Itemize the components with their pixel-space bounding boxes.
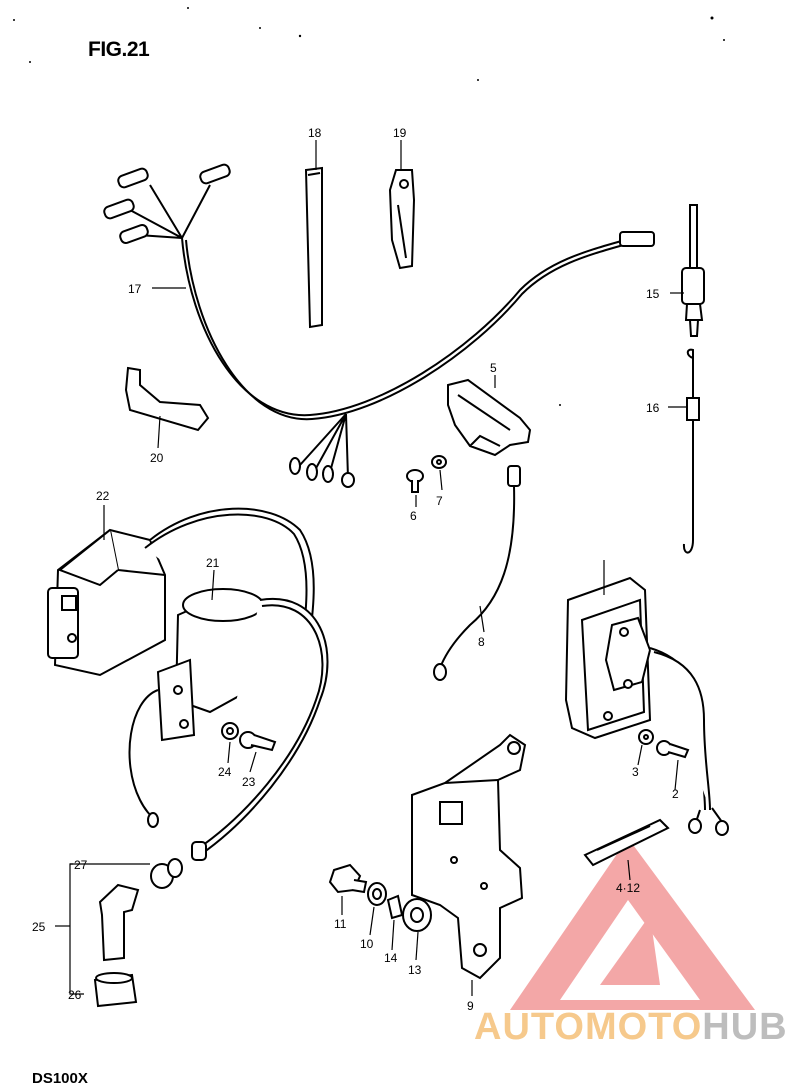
screw-23 — [239, 731, 277, 752]
leader-lines — [55, 140, 688, 996]
collar-14 — [386, 894, 404, 920]
label-6: 6 — [410, 509, 417, 523]
label-10: 10 — [360, 937, 374, 951]
switch-15 — [681, 204, 705, 337]
ground-lead-8 — [433, 465, 521, 681]
label-13: 13 — [408, 963, 422, 977]
label-27: 27 — [74, 858, 88, 872]
strap-4-12 — [583, 818, 670, 867]
watermark-text-part2: HUB — [702, 1006, 788, 1048]
screw-2 — [656, 740, 690, 759]
tie-strap-18 — [304, 166, 323, 329]
bracket-9 — [411, 733, 527, 980]
label-17: 17 — [128, 282, 142, 296]
label-24: 24 — [218, 765, 232, 779]
ignition-coil-21 — [128, 588, 329, 861]
watermark-text-part1: AUTOMOTO — [474, 1006, 703, 1048]
washer-24 — [221, 722, 239, 740]
washer-10 — [367, 882, 387, 906]
label-23: 23 — [242, 775, 256, 789]
cushion-13 — [402, 898, 432, 932]
label-25: 25 — [32, 920, 46, 934]
cdi-unit — [564, 576, 729, 836]
watermark-text: AUTOMOTOHUB — [474, 1006, 788, 1049]
label-11: 11 — [334, 917, 347, 931]
label-9: 9 — [467, 999, 474, 1013]
label-4-12: 4·12 — [616, 881, 640, 895]
model-code: DS100X — [32, 1070, 88, 1087]
cap-26 — [93, 972, 138, 1008]
mount-5 — [447, 378, 532, 457]
label-5: 5 — [490, 361, 497, 375]
label-2: 2 — [672, 787, 679, 801]
label-26: 26 — [68, 988, 82, 1002]
label-8: 8 — [478, 635, 485, 649]
label-18: 18 — [308, 126, 322, 140]
washer-7 — [431, 455, 447, 469]
label-15: 15 — [646, 287, 660, 301]
seal-27 — [150, 858, 183, 889]
clamp-19 — [388, 169, 416, 270]
scan-specks — [13, 7, 725, 406]
label-14: 14 — [384, 951, 398, 965]
label-16: 16 — [646, 401, 660, 415]
label-21: 21 — [206, 556, 220, 570]
bolt-11 — [328, 863, 368, 894]
washer-3 — [638, 729, 654, 745]
clamp-20 — [124, 366, 210, 432]
wiring-harness-17 — [103, 163, 655, 488]
label-22: 22 — [96, 489, 110, 503]
watermark-logo — [510, 838, 755, 1010]
screw-6 — [406, 469, 424, 493]
label-3: 3 — [632, 765, 639, 779]
figure-title: FIG.21 — [88, 38, 150, 61]
label-20: 20 — [150, 451, 164, 465]
plug-cap-25 — [98, 883, 140, 962]
label-19: 19 — [393, 126, 407, 140]
part-number-labels: 2 3 4·12 5 6 7 8 9 10 11 13 14 15 16 17 … — [32, 126, 679, 1013]
label-7: 7 — [436, 494, 443, 508]
spring-16 — [682, 348, 700, 554]
